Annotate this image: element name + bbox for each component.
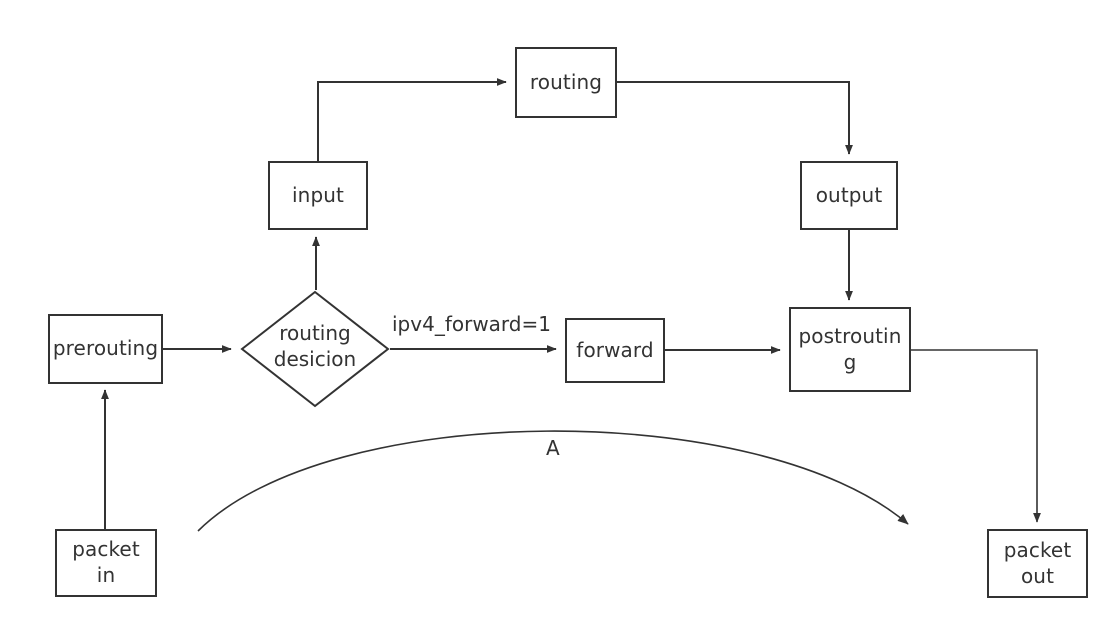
edge-curved-arrow-a: [197, 430, 909, 532]
node-output[interactable]: output: [800, 161, 898, 230]
edge-postrouting-to-packetout: [911, 349, 1041, 523]
edge-label-ipv4-forward-text: ipv4_forward=1: [392, 312, 551, 336]
edge-input-to-routing: [317, 78, 507, 161]
node-packet-in[interactable]: packet in: [55, 529, 157, 597]
node-prerouting-label: prerouting: [52, 336, 159, 361]
node-forward[interactable]: forward: [565, 318, 665, 383]
node-prerouting[interactable]: prerouting: [48, 314, 163, 384]
node-forward-label: forward: [576, 337, 654, 362]
edge-routing-to-output: [617, 81, 853, 155]
node-postrouting[interactable]: postrouting: [789, 307, 911, 392]
node-input[interactable]: input: [268, 161, 368, 230]
node-routing[interactable]: routing: [515, 47, 617, 118]
diamond-shape: [240, 290, 390, 408]
node-input-label: input: [292, 182, 344, 207]
node-packet-in-label: packet in: [57, 537, 155, 588]
node-routing-decision[interactable]: routing desicion: [240, 290, 390, 408]
node-routing-decision-label: routing desicion: [240, 320, 390, 372]
node-packet-in-line2: in: [96, 563, 116, 587]
edge-label-ipv4-forward: ipv4_forward=1: [392, 312, 551, 336]
node-routing-label: routing: [529, 69, 603, 94]
node-packet-in-line1: packet: [72, 537, 140, 562]
node-packet-out-line1: packet: [1003, 537, 1072, 562]
edge-label-a-text: A: [546, 436, 560, 460]
node-routing-decision-line1: routing: [279, 321, 351, 345]
edge-label-a: A: [546, 436, 560, 460]
node-routing-decision-line2: desicion: [273, 347, 357, 371]
node-packet-out-label: packet out: [989, 538, 1086, 589]
node-output-label: output: [815, 182, 883, 207]
node-packet-out[interactable]: packet out: [987, 529, 1088, 598]
node-packet-out-line2: out: [1020, 563, 1055, 588]
node-postrouting-label: postrouting: [798, 323, 902, 374]
